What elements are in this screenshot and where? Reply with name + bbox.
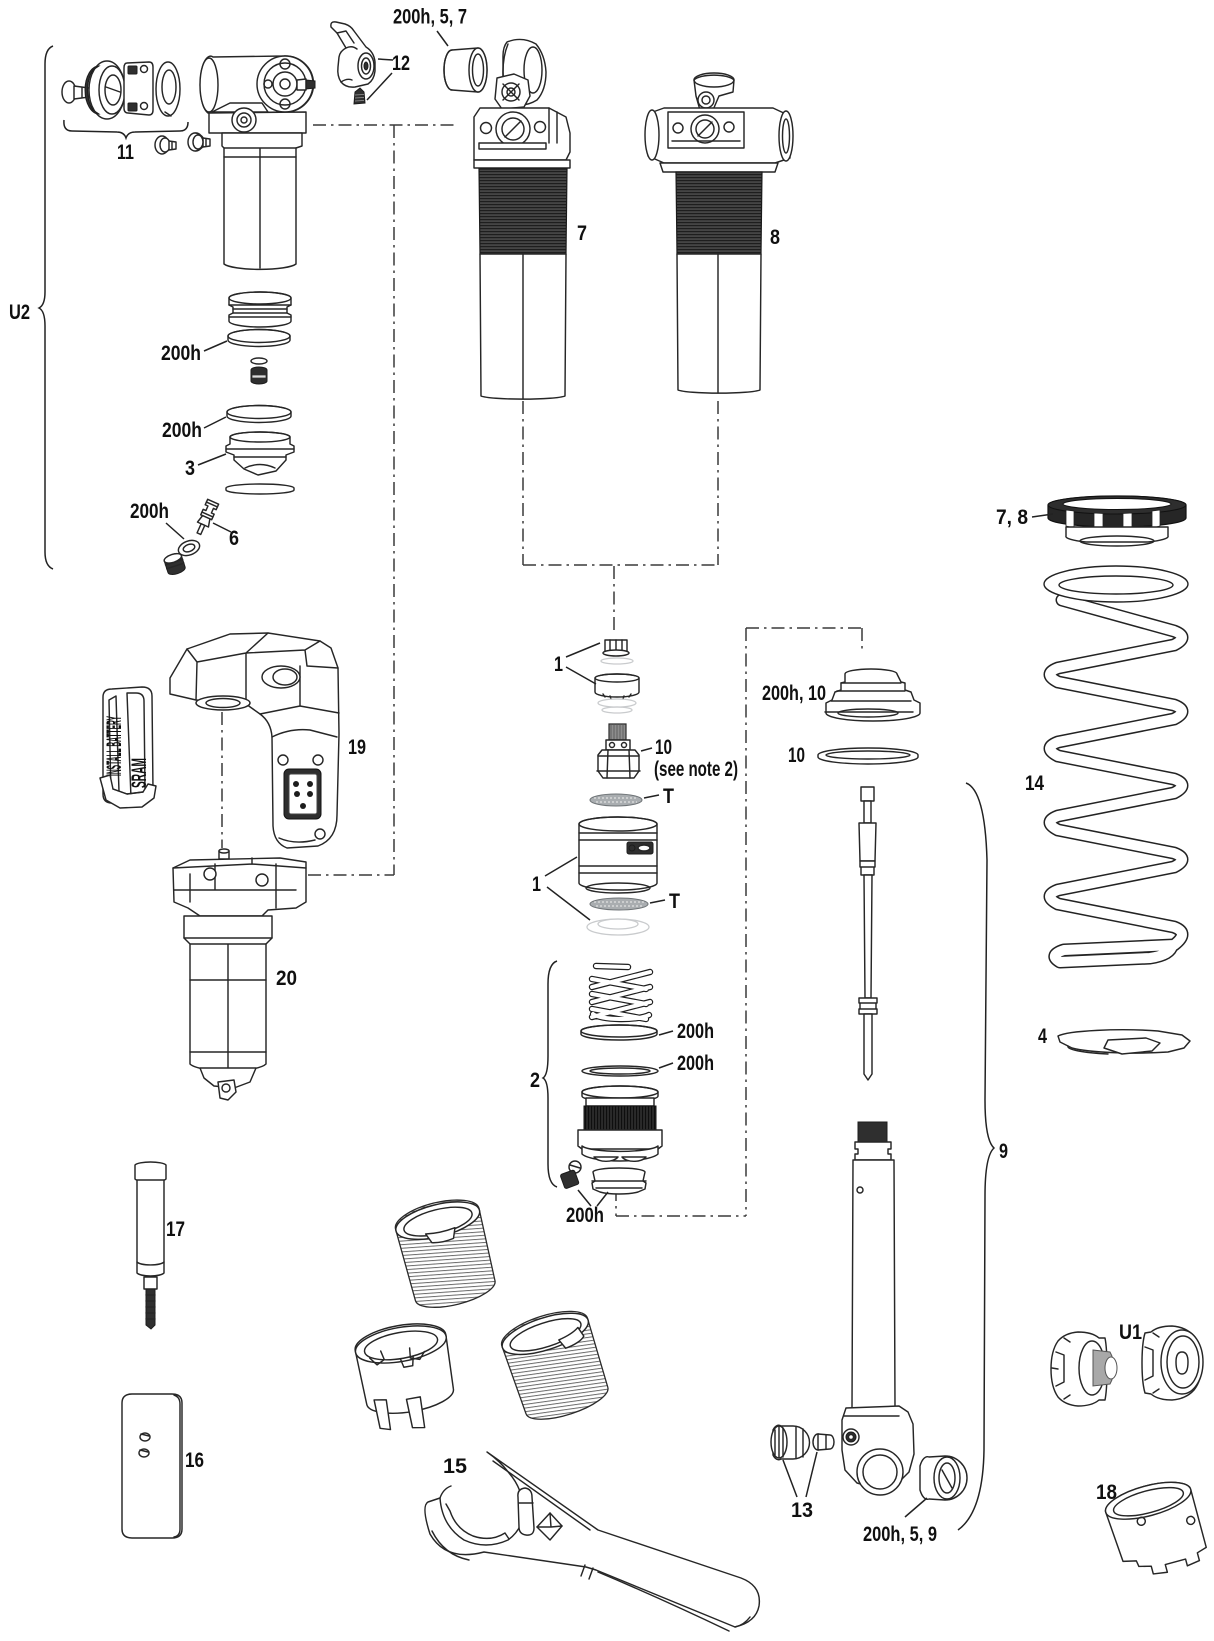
svg-text:7, 8: 7, 8 [996,505,1028,529]
svg-text:8: 8 [770,225,780,249]
svg-text:200h, 5, 7: 200h, 5, 7 [393,5,467,29]
svg-text:7: 7 [577,221,587,245]
svg-text:200h, 10: 200h, 10 [762,681,826,705]
svg-text:200h: 200h [161,341,201,365]
svg-text:200h, 5, 9: 200h, 5, 9 [863,1522,937,1546]
svg-text:200h: 200h [130,499,169,523]
svg-text:200h: 200h [566,1203,604,1227]
svg-text:T: T [663,784,674,808]
svg-text:4: 4 [1038,1024,1047,1048]
svg-text:10: 10 [788,743,805,767]
svg-text:3: 3 [185,456,195,480]
svg-text:9: 9 [999,1139,1008,1163]
svg-text:1: 1 [554,652,563,676]
svg-text:(see note 2): (see note 2) [654,757,738,781]
svg-text:U1: U1 [1119,1320,1142,1344]
svg-text:12: 12 [392,51,410,75]
svg-text:13: 13 [791,1498,813,1522]
svg-text:T: T [669,889,680,913]
svg-text:INSTALL BATTERY: INSTALL BATTERY [102,716,126,776]
svg-text:17: 17 [166,1217,185,1241]
svg-text:200h: 200h [677,1019,714,1043]
svg-text:18: 18 [1096,1480,1117,1504]
svg-text:SRAM: SRAM [127,758,151,788]
svg-text:2: 2 [530,1068,540,1092]
svg-text:11: 11 [117,140,134,164]
svg-text:14: 14 [1025,771,1044,795]
svg-text:10: 10 [655,735,672,759]
svg-text:20: 20 [276,966,297,990]
svg-text:200h: 200h [677,1051,714,1075]
svg-text:19: 19 [348,735,366,759]
svg-text:16: 16 [185,1448,204,1472]
svg-text:1: 1 [532,872,541,896]
svg-text:U2: U2 [9,300,30,324]
svg-text:6: 6 [229,526,239,550]
svg-text:200h: 200h [162,418,202,442]
svg-text:15: 15 [443,1454,467,1478]
